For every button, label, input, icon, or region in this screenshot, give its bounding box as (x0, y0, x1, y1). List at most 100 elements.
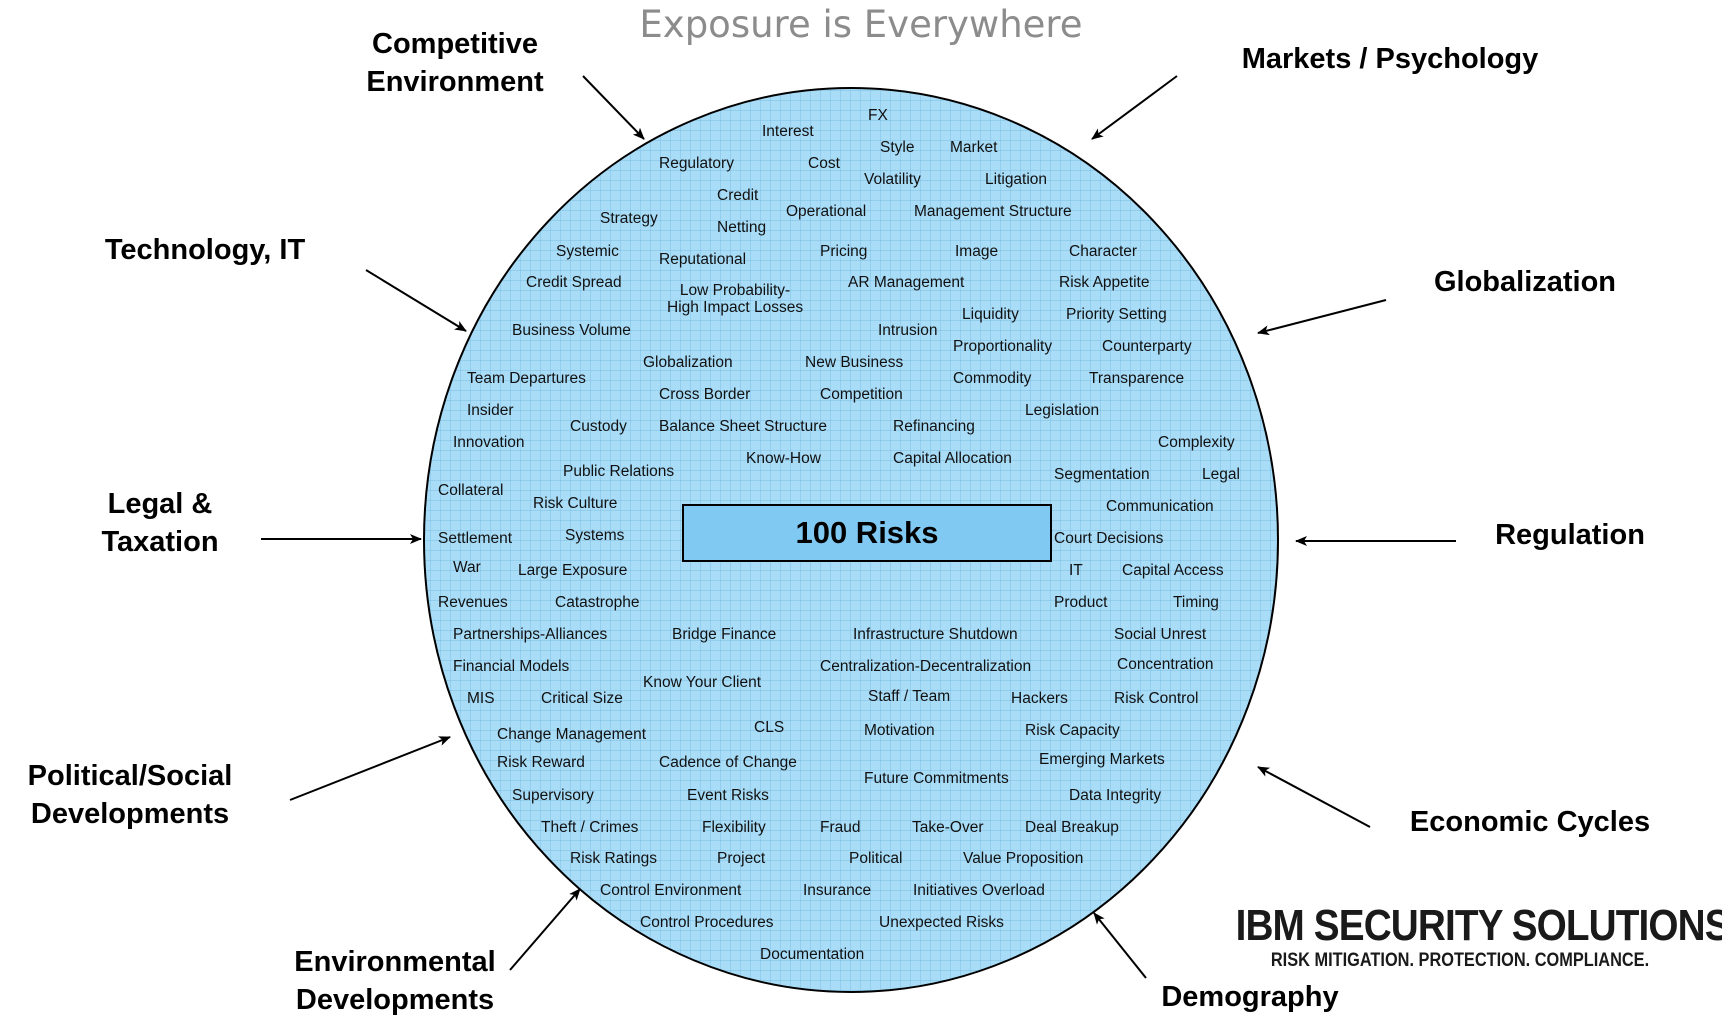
risk-label: Product (1054, 594, 1108, 611)
risk-label: Critical Size (541, 690, 623, 707)
risk-label: Event Risks (687, 787, 769, 804)
factor-regulation: Regulation (1495, 519, 1645, 551)
risk-label: Credit Spread (526, 274, 622, 291)
arrow (1091, 75, 1178, 140)
risk-label: Complexity (1158, 434, 1235, 451)
risk-label: Risk Ratings (570, 850, 657, 867)
risk-label: Capital Allocation (893, 450, 1012, 467)
risk-label: Bridge Finance (672, 626, 777, 643)
factor-political-social: Political/Social Developments (27, 760, 233, 830)
risk-label: Motivation (864, 722, 935, 739)
risk-label: Low Probability- High Impact Losses (667, 282, 804, 316)
risk-label: Balance Sheet Structure (659, 418, 828, 435)
risk-label: Large Exposure (518, 562, 628, 579)
risk-label: Custody (570, 418, 627, 435)
risk-label: Liquidity (962, 306, 1019, 323)
risk-label: Volatility (864, 171, 921, 188)
risk-label: Commodity (953, 370, 1032, 387)
risk-label: Litigation (985, 171, 1048, 188)
arrow (289, 736, 451, 801)
risk-label: Capital Access (1122, 562, 1224, 579)
risk-label: Control Environment (600, 882, 742, 899)
risk-label: MIS (467, 690, 495, 707)
risk-label: Management Structure (914, 203, 1072, 220)
risk-label: Theft / Crimes (541, 819, 639, 836)
risk-label: Social Unrest (1114, 626, 1207, 643)
risk-label: Settlement (438, 530, 513, 547)
factor-economic-cycles: Economic Cycles (1409, 806, 1651, 838)
risk-label: War (453, 559, 481, 576)
risk-label: Risk Control (1114, 690, 1199, 707)
risk-label: Partnerships-Alliances (453, 626, 608, 643)
risk-label: Team Departures (467, 370, 586, 387)
risk-label: Risk Reward (497, 754, 585, 771)
risk-label: Credit (717, 187, 759, 204)
ibm-logo: IBM SECURITY SOLUTIONS RISK MITIGATION. … (1205, 901, 1722, 972)
risk-label: Operational (786, 203, 867, 220)
risk-label: CLS (754, 719, 785, 736)
risk-label: Communication (1106, 498, 1214, 515)
risk-label: Systemic (556, 243, 619, 260)
risk-label: Financial Models (453, 658, 570, 675)
risk-label: Data Integrity (1069, 787, 1162, 804)
risk-label: Revenues (438, 594, 508, 611)
risk-label: Transparence (1089, 370, 1185, 387)
factor-demography: Demography (1161, 981, 1339, 1013)
risk-label: Segmentation (1054, 466, 1150, 483)
factor-markets-psychology: Markets / Psychology (1241, 43, 1539, 75)
risk-label: Legal (1202, 466, 1240, 483)
risk-label: Take-Over (912, 819, 984, 836)
arrow (1257, 766, 1371, 828)
risk-label: Cross Border (659, 386, 751, 403)
risk-label: New Business (805, 354, 904, 371)
arrow (1257, 299, 1387, 336)
risk-label: Unexpected Risks (879, 914, 1004, 931)
risk-label: Pricing (820, 243, 868, 260)
risk-label: Style (880, 139, 915, 156)
risk-label: Legislation (1025, 402, 1100, 419)
logo-main-text: IBM SECURITY SOLUTIONS (1235, 901, 1722, 950)
risk-label: Public Relations (563, 463, 675, 480)
risk-label: Market (950, 139, 998, 156)
risk-label: Deal Breakup (1025, 819, 1119, 836)
factor-environmental: Environmental Developments (294, 946, 496, 1016)
risk-label: Political (849, 850, 903, 867)
arrow (582, 75, 645, 140)
risk-label: Netting (717, 219, 767, 236)
center-label-box: 100 Risks (682, 504, 1052, 562)
risk-label: Timing (1173, 594, 1219, 611)
risk-label: Insider (467, 402, 514, 419)
arrow (1093, 912, 1147, 979)
factor-globalization: Globalization (1433, 266, 1617, 298)
risk-label: Risk Appetite (1059, 274, 1150, 291)
risk-label: Business Volume (512, 322, 631, 339)
factor-competitive-environment: Competitive Environment (366, 28, 544, 98)
risk-label: Court Decisions (1054, 530, 1164, 547)
risk-label: Systems (565, 527, 625, 544)
logo-tagline: RISK MITIGATION. PROTECTION. COMPLIANCE. (1270, 950, 1650, 971)
risk-label: Cost (808, 155, 840, 172)
risk-label: Catastrophe (555, 594, 640, 611)
risk-label: Intrusion (878, 322, 938, 339)
risk-label: Fraud (820, 819, 861, 836)
risk-label: Supervisory (512, 787, 594, 804)
risk-label: Documentation (760, 946, 865, 963)
risk-label: Regulatory (659, 155, 734, 172)
risk-label: Innovation (453, 434, 525, 451)
risk-label: Centralization-Decentralization (820, 658, 1032, 675)
risk-label: Risk Capacity (1025, 722, 1120, 739)
risk-label: Control Procedures (640, 914, 774, 931)
risk-label: Insurance (803, 882, 872, 899)
risk-label: Change Management (497, 726, 647, 743)
risk-label: Refinancing (893, 418, 975, 435)
risk-label: Know-How (746, 450, 821, 467)
risk-label: Risk Culture (533, 495, 618, 512)
risk-label: Reputational (659, 251, 747, 268)
risk-label: Collateral (438, 482, 504, 499)
risk-label: IT (1069, 562, 1083, 579)
risk-label: Know Your Client (643, 674, 762, 691)
page-title: Exposure is Everywhere (639, 3, 1083, 46)
risk-label: Priority Setting (1066, 306, 1167, 323)
risk-label: Flexibility (702, 819, 766, 836)
